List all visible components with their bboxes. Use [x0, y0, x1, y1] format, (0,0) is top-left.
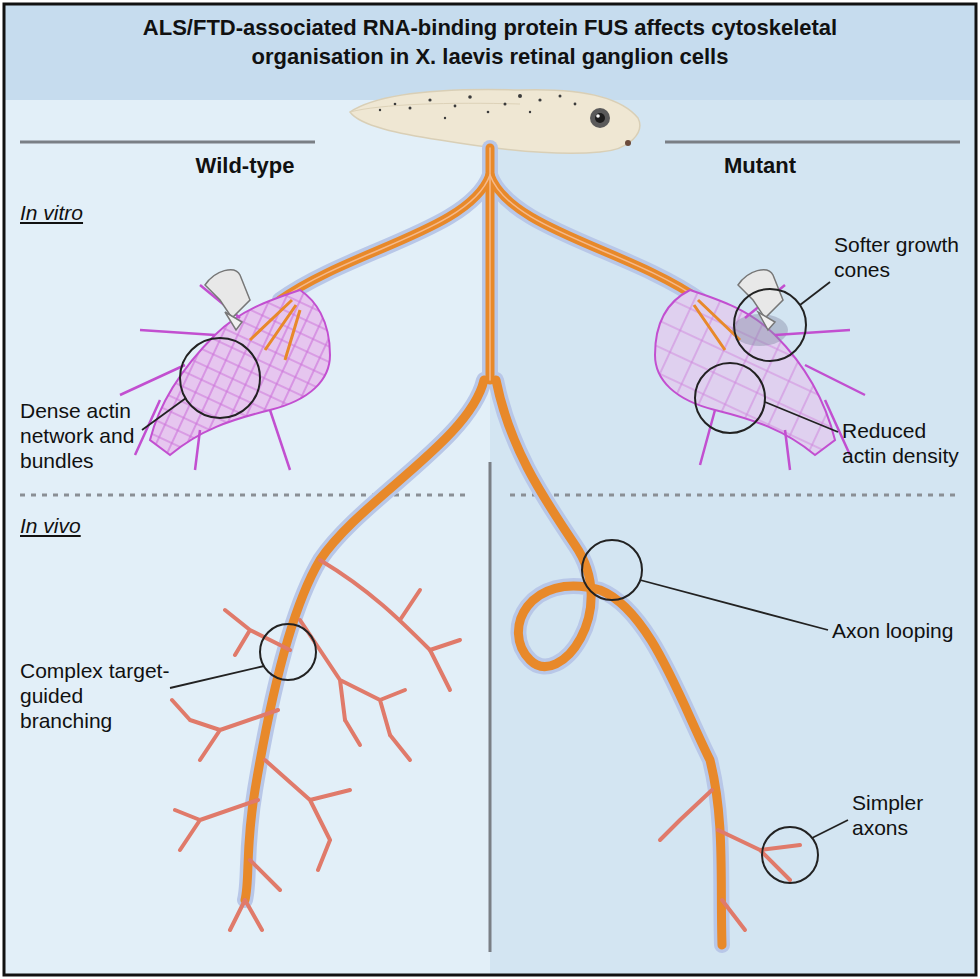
callout-label: Simpler axons — [852, 790, 967, 840]
mutant-ground — [490, 100, 976, 975]
section-label: In vivo — [20, 513, 81, 538]
callout-label: Reduced actin density — [842, 418, 967, 468]
panel-ground — [4, 4, 976, 975]
growth-cone-mutant — [655, 285, 865, 470]
callout-label: Complex target-guided branching — [20, 658, 170, 734]
finger — [205, 270, 783, 330]
figure-title: ALS/FTD-associated RNA-binding protein F… — [110, 14, 870, 71]
growth-cone-wild-type — [120, 285, 330, 470]
leader-line — [142, 282, 848, 838]
section-label: In vitro — [20, 200, 83, 225]
divider — [20, 494, 470, 497]
frame — [4, 4, 976, 975]
divider — [489, 462, 492, 952]
callout-circle — [180, 289, 818, 883]
rule — [665, 141, 960, 144]
title-band — [4, 4, 976, 100]
callout-label: Softer growth cones — [834, 232, 969, 282]
rule — [20, 141, 315, 144]
group-heading: Wild-type — [165, 153, 325, 179]
callout-label: Axon looping — [832, 618, 972, 643]
divider — [510, 494, 960, 497]
axons — [172, 148, 800, 945]
callout-label: Dense actin network and bundles — [20, 398, 155, 474]
group-heading: Mutant — [680, 153, 840, 179]
